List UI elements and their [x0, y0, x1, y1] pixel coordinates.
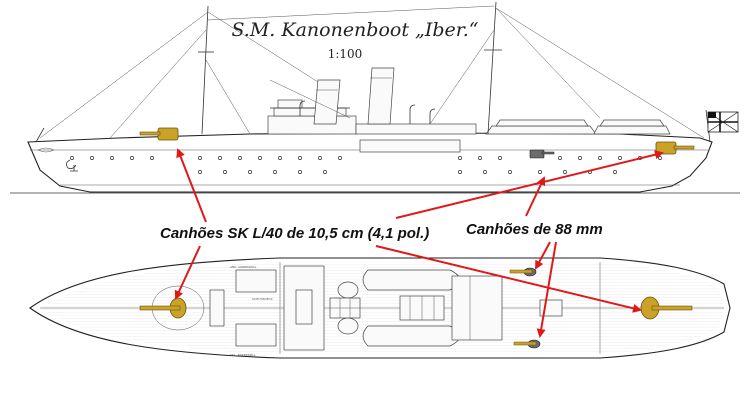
boat-plan — [362, 269, 461, 291]
anchor-icon — [66, 159, 78, 172]
boat-plan — [362, 325, 461, 347]
svg-text:SKL. ANKERSPILL: SKL. ANKERSPILL — [230, 353, 256, 357]
forward-funnel — [313, 79, 341, 125]
bow-scroll-ornament — [37, 147, 55, 153]
aft-boat-port — [593, 125, 671, 135]
ventilator-cowl — [429, 108, 436, 124]
lifeboat-midships — [359, 139, 461, 153]
war-ensign-icon — [707, 111, 739, 133]
secondary-guns-label: Canhões de 88 mm — [466, 221, 603, 238]
forward-funnel-plan — [337, 317, 359, 335]
mainmast — [487, 1, 497, 135]
arrow-to-forward-gun-side — [176, 148, 207, 223]
bridge-house — [267, 115, 357, 135]
annotation-arrows — [174, 148, 664, 338]
arrow-to-aft-gun-side — [395, 150, 664, 219]
arrow-to-88mm-plan-port — [536, 241, 557, 338]
deck-section-line — [279, 262, 601, 354]
arrow-to-88mm-side — [525, 176, 546, 217]
conning-position — [295, 289, 313, 325]
portholes-lower — [198, 170, 617, 174]
88mm-gun-side — [529, 149, 555, 159]
after-funnel — [367, 67, 395, 125]
jack-staff — [35, 127, 45, 143]
forward-hatch — [209, 289, 225, 327]
chart-house — [277, 99, 303, 109]
ventilator-cowl — [299, 100, 306, 116]
plan-view: ANK. ANKERSPILL SCHUTZDECK SKL. ANKERSPI… — [29, 257, 731, 359]
portholes-upper — [70, 156, 662, 160]
midship-deckhouse — [355, 123, 477, 135]
arrow-to-aft-gun-plan — [375, 245, 642, 313]
forward-105mm-gun-side — [139, 127, 179, 141]
main-guns-label: Canhões SK L/40 de 10,5 cm (4,1 pol.) — [160, 225, 429, 242]
ventilator-cowl — [409, 104, 416, 124]
aft-105mm-gun-plan — [640, 296, 693, 320]
aft-boat-starboard — [485, 125, 597, 135]
rigging-lines — [39, 5, 705, 139]
plan-scale: 1:100 — [328, 47, 363, 61]
forecastle-store — [235, 323, 277, 347]
svg-text:ANK. ANKERSPILL: ANK. ANKERSPILL — [230, 265, 257, 269]
aft-boat-cover — [495, 119, 589, 127]
forward-funnel-plan — [337, 281, 359, 299]
aft-deckhouse-plan — [451, 275, 503, 341]
aft-boat-cover — [599, 119, 665, 127]
forecastle-store — [235, 269, 277, 293]
arrow-to-forward-gun-plan — [174, 245, 201, 300]
88mm-gun-plan-starboard — [509, 267, 537, 277]
foremast — [201, 5, 209, 135]
plan-title: S.M. Kanonenboot „Iber.“ — [231, 19, 478, 41]
arrow-to-88mm-plan-starboard — [535, 241, 551, 270]
svg-text:SCHUTZDECK: SCHUTZDECK — [252, 297, 274, 301]
deck-labels: ANK. ANKERSPILL SCHUTZDECK SKL. ANKERSPI… — [230, 265, 274, 357]
88mm-gun-plan-port — [513, 339, 541, 349]
